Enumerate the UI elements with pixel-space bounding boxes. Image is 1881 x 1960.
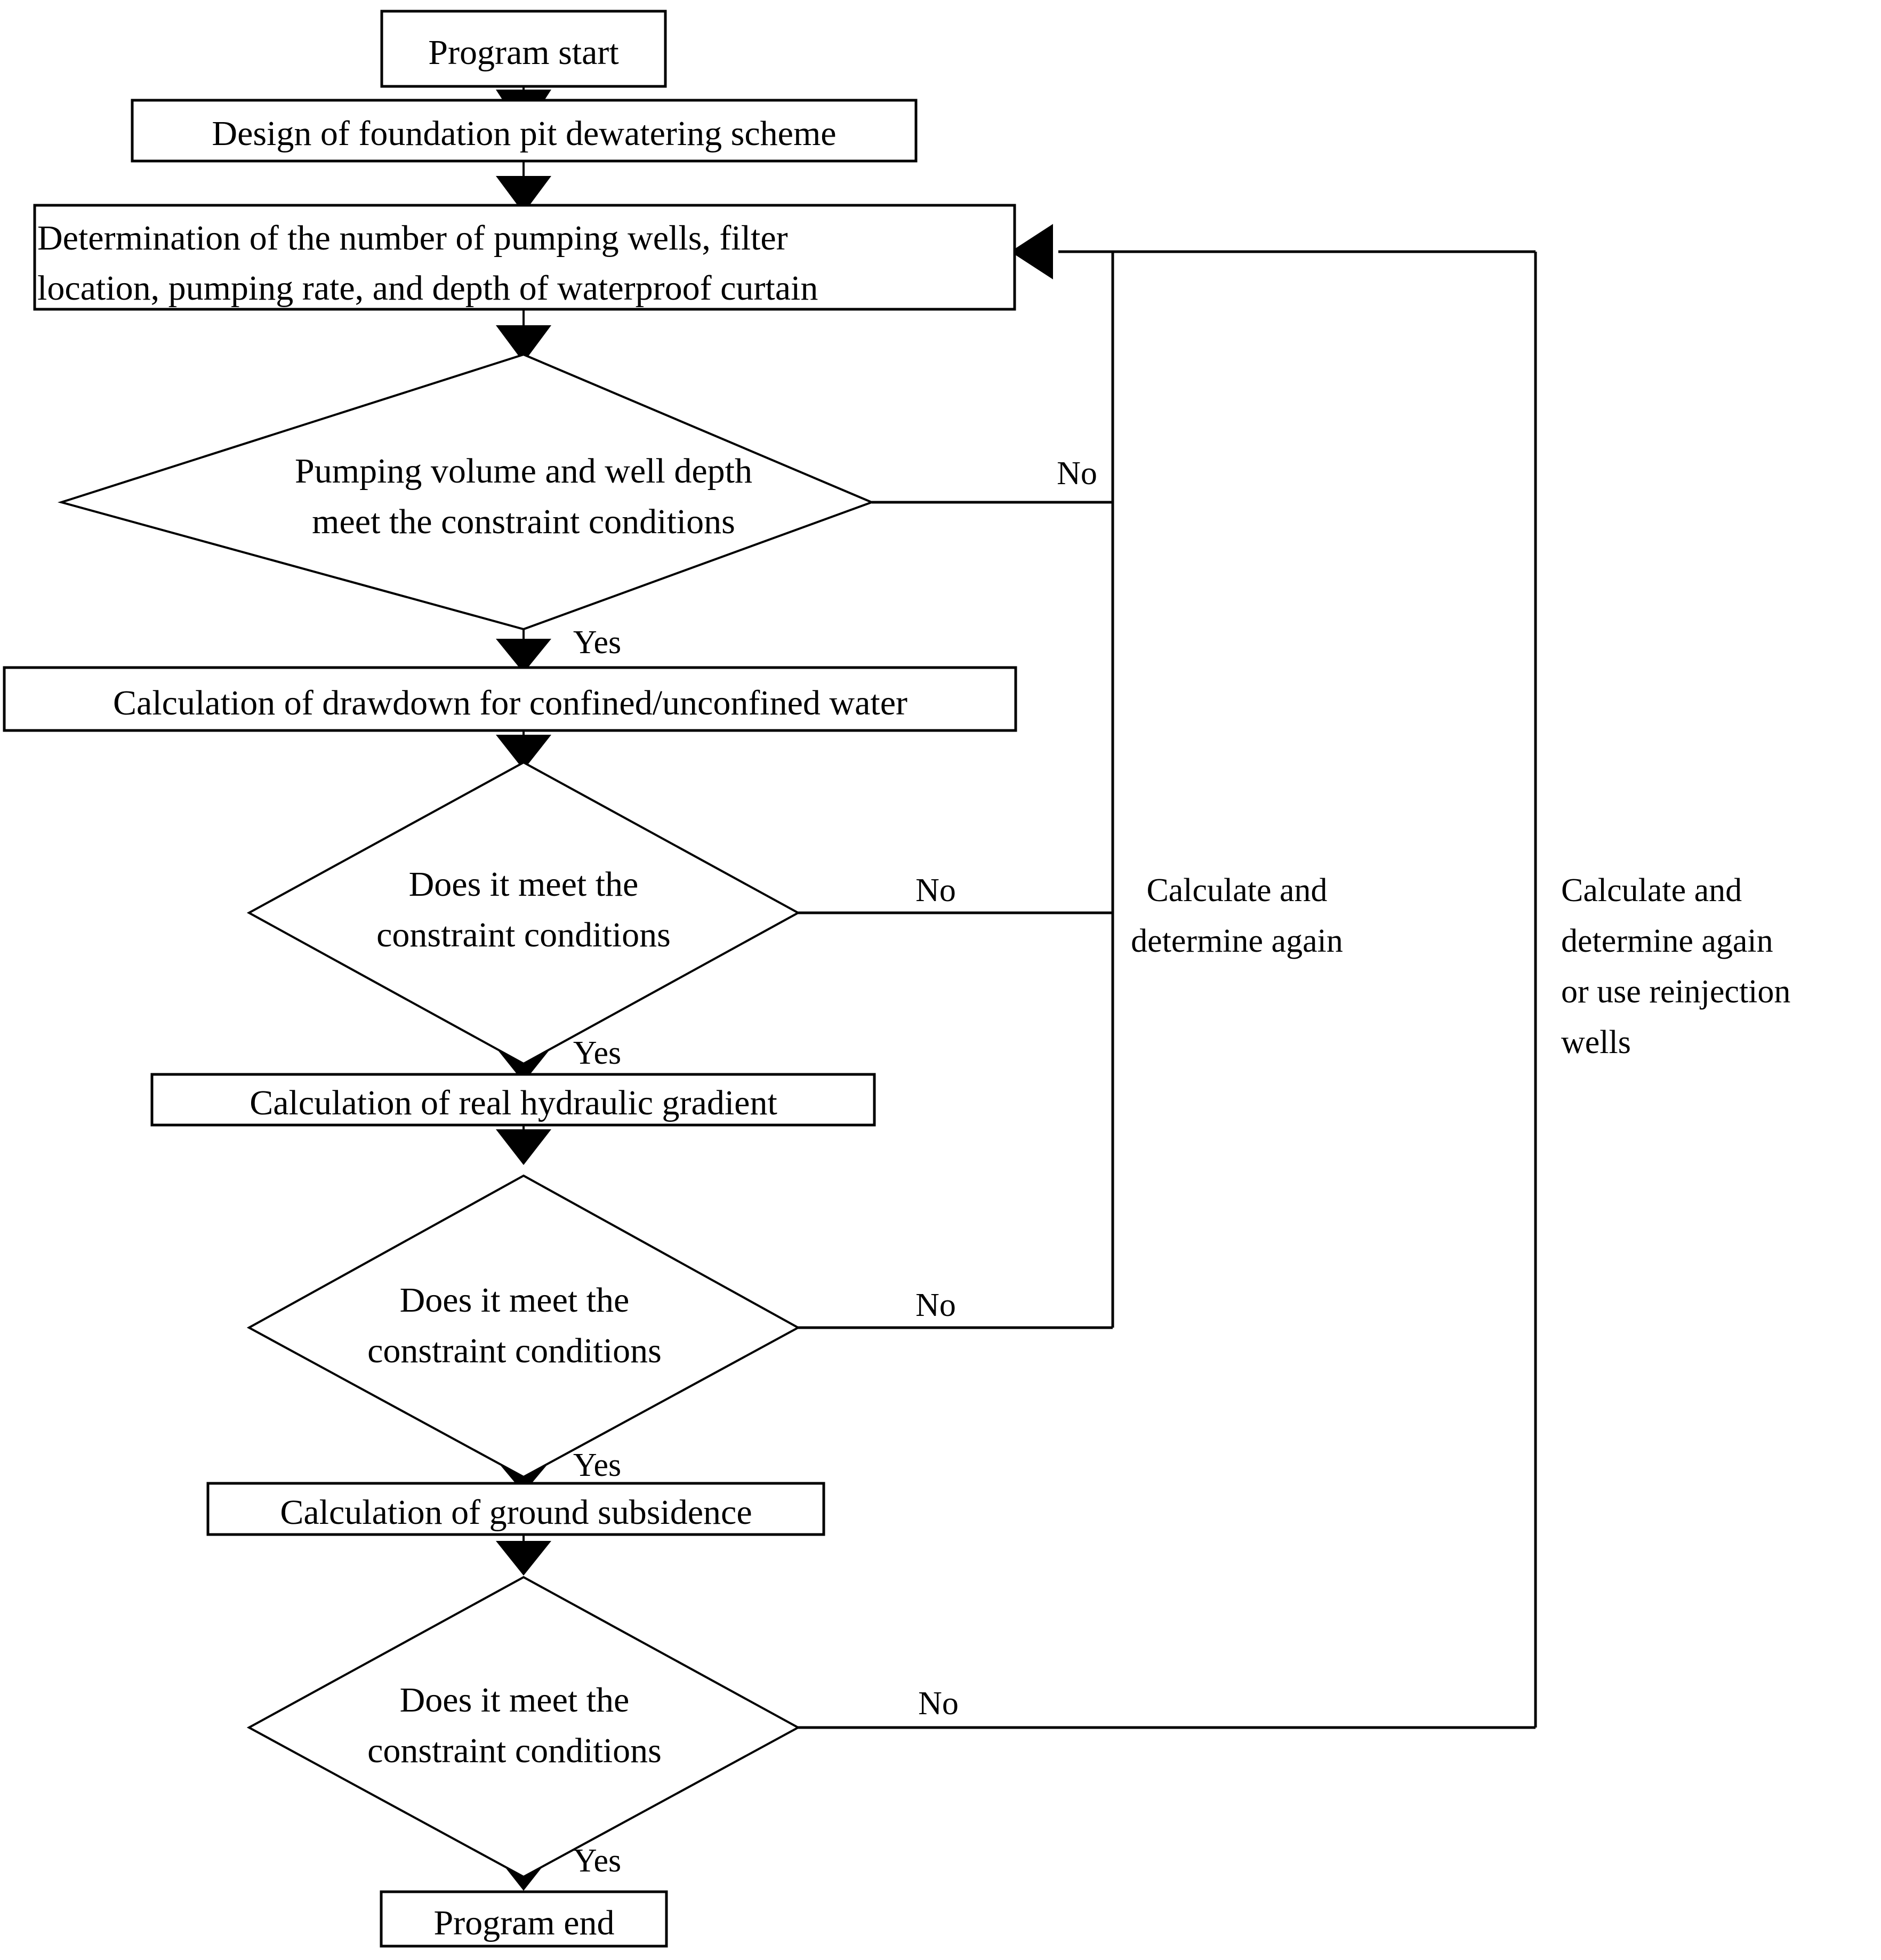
node-determination-label-line1: Determination of the number of pumping w… <box>37 219 788 258</box>
edge-label-yes-1: Yes <box>573 624 621 661</box>
edge-drawdown-to-decision2 <box>496 730 551 770</box>
node-decision-gradient-constraints-line2: constraint conditions <box>367 1331 662 1370</box>
edge-determination-to-decision1 <box>496 309 551 363</box>
edge-design-to-determination <box>496 161 551 213</box>
side-note-outer-line4: wells <box>1561 1024 1631 1061</box>
node-decision-subsidence-constraints-line2: constraint conditions <box>367 1731 662 1770</box>
node-program-start[interactable]: Program start <box>380 10 667 88</box>
node-calculation-gradient-label: Calculation of real hydraulic gradient <box>250 1083 777 1122</box>
edge-label-yes-4: Yes <box>573 1843 621 1879</box>
node-decision-gradient-constraints-line1: Does it meet the <box>400 1281 630 1320</box>
node-decision-subsidence-constraints[interactable]: Does it meet the constraint conditions <box>246 1576 801 1878</box>
edge-label-yes-2: Yes <box>573 1035 621 1071</box>
side-note-outer-line1: Calculate and <box>1561 872 1742 909</box>
node-decision-drawdown-constraints-line2: constraint conditions <box>376 915 671 954</box>
node-design-scheme-label: Design of foundation pit dewatering sche… <box>212 114 836 153</box>
edge-label-yes-3: Yes <box>573 1447 621 1483</box>
node-decision-subsidence-constraints-line1: Does it meet the <box>400 1681 630 1720</box>
node-decision-drawdown-constraints-line1: Does it meet the <box>409 865 639 904</box>
side-note-outer: Calculate and determine again or use rei… <box>1561 872 1790 1061</box>
node-decision-drawdown-constraints[interactable]: Does it meet the constraint conditions <box>246 761 801 1065</box>
node-program-start-label: Program start <box>428 33 618 72</box>
edge-label-no-4: No <box>918 1685 959 1722</box>
side-note-inner-line2: determine again <box>1131 923 1343 959</box>
node-decision-pumping-volume-line1: Pumping volume and well depth <box>295 452 752 491</box>
node-calculation-subsidence[interactable]: Calculation of ground subsidence <box>206 1482 825 1536</box>
node-calculation-drawdown[interactable]: Calculation of drawdown for confined/unc… <box>3 666 1017 732</box>
node-determination-label-line2: location, pumping rate, and depth of wat… <box>37 269 818 308</box>
node-decision-pumping-volume[interactable]: Pumping volume and well depth meet the c… <box>57 353 875 631</box>
edge-label-no-1: No <box>1057 455 1097 492</box>
node-determination[interactable]: Determination of the number of pumping w… <box>33 204 1016 311</box>
node-decision-gradient-constraints[interactable]: Does it meet the constraint conditions <box>246 1174 801 1479</box>
side-note-outer-line2: determine again <box>1561 923 1773 959</box>
node-calculation-subsidence-label: Calculation of ground subsidence <box>280 1493 752 1532</box>
edge-inner-return-to-determination <box>1010 224 1113 279</box>
edge-decision4-no <box>798 250 1537 1729</box>
node-design-scheme[interactable]: Design of foundation pit dewatering sche… <box>131 99 918 163</box>
edge-label-no-2: No <box>915 872 956 909</box>
node-decision-pumping-volume-line2: meet the constraint conditions <box>312 502 735 541</box>
side-note-outer-line3: or use reinjection <box>1561 974 1790 1010</box>
edge-decision3-no <box>798 913 1114 1329</box>
node-calculation-gradient[interactable]: Calculation of real hydraulic gradient <box>150 1073 876 1127</box>
node-program-end[interactable]: Program end <box>380 1890 668 1948</box>
edge-decision1-yes <box>496 629 551 673</box>
edge-gradient-to-decision3 <box>496 1125 551 1165</box>
node-calculation-drawdown-label: Calculation of drawdown for confined/unc… <box>113 684 907 722</box>
edge-label-no-3: No <box>915 1287 956 1323</box>
side-note-inner-line1: Calculate and <box>1146 872 1327 909</box>
node-program-end-label: Program end <box>433 1903 614 1942</box>
edge-decision1-no <box>872 252 1114 504</box>
side-note-inner: Calculate and determine again <box>1131 872 1343 959</box>
edge-subsidence-to-decision4 <box>496 1535 551 1576</box>
edge-decision2-no <box>798 502 1114 914</box>
